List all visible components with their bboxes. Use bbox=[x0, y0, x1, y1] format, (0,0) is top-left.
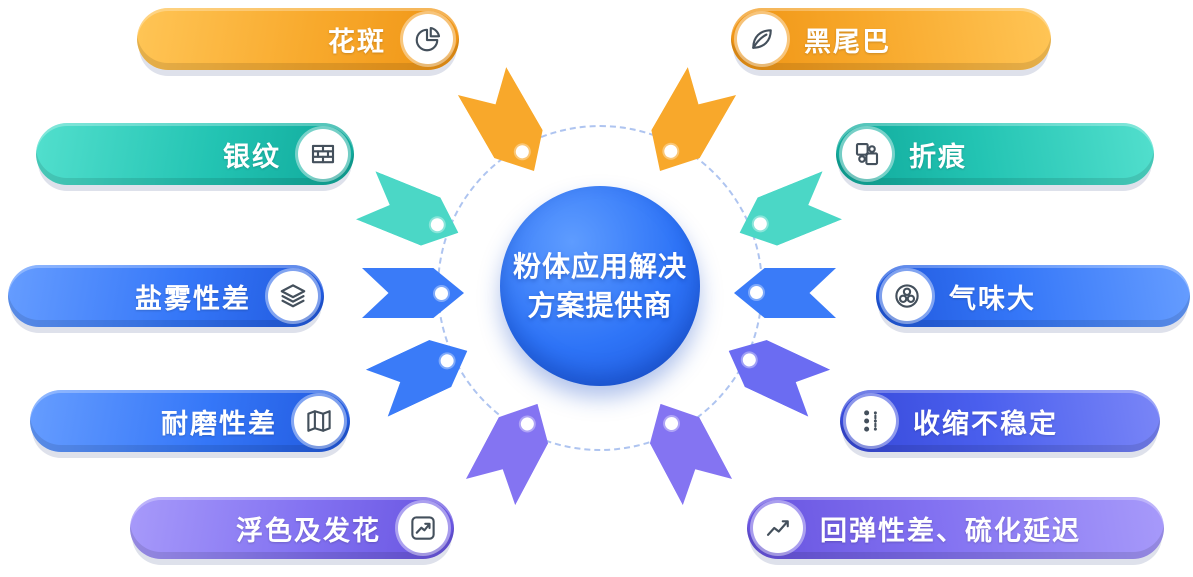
pill-label: 收缩不稳定 bbox=[913, 408, 1058, 439]
defect-pill-mottle: 花斑 bbox=[137, 8, 459, 70]
defect-pill-abrasion: 耐磨性差 bbox=[30, 390, 350, 452]
defect-pill-silver-streak: 银纹 bbox=[36, 123, 354, 185]
defect-pill-salt-spray: 盐雾性差 bbox=[8, 265, 324, 327]
map-icon bbox=[294, 396, 344, 446]
pill-label: 回弹性差、硫化延迟 bbox=[820, 515, 1081, 546]
chart-line-icon bbox=[753, 503, 803, 553]
pill-label: 银纹 bbox=[223, 141, 281, 172]
defect-pill-odor: 气味大 bbox=[876, 265, 1190, 327]
bricks-icon bbox=[298, 129, 348, 179]
defect-pill-rebound: 回弹性差、硫化延迟 bbox=[747, 497, 1164, 559]
defect-pill-shrinkage: 收缩不稳定 bbox=[840, 390, 1160, 452]
pill-label: 浮色及发花 bbox=[236, 515, 381, 546]
puzzle-icon bbox=[842, 129, 892, 179]
pie-chart-icon bbox=[403, 14, 453, 64]
pill-label: 耐磨性差 bbox=[161, 408, 277, 439]
pill-label: 折痕 bbox=[909, 141, 967, 172]
defect-pill-black-tail: 黑尾巴 bbox=[731, 8, 1051, 70]
dots-icon bbox=[846, 396, 896, 446]
center-circle: 粉体应用解决 方案提供商 bbox=[500, 186, 700, 386]
center-title-line2: 方案提供商 bbox=[527, 290, 673, 321]
layers-icon bbox=[268, 271, 318, 321]
leaf-icon bbox=[737, 14, 787, 64]
pill-label: 黑尾巴 bbox=[804, 26, 891, 57]
pill-label: 盐雾性差 bbox=[135, 283, 251, 314]
trend-arrow-icon bbox=[398, 503, 448, 553]
center-title-line1: 粉体应用解决 bbox=[512, 250, 687, 282]
pill-label: 气味大 bbox=[949, 283, 1036, 314]
molecule-icon bbox=[882, 271, 932, 321]
defect-pill-crease: 折痕 bbox=[836, 123, 1154, 185]
defect-pill-floating-color: 浮色及发花 bbox=[130, 497, 454, 559]
pill-label: 花斑 bbox=[328, 26, 386, 57]
